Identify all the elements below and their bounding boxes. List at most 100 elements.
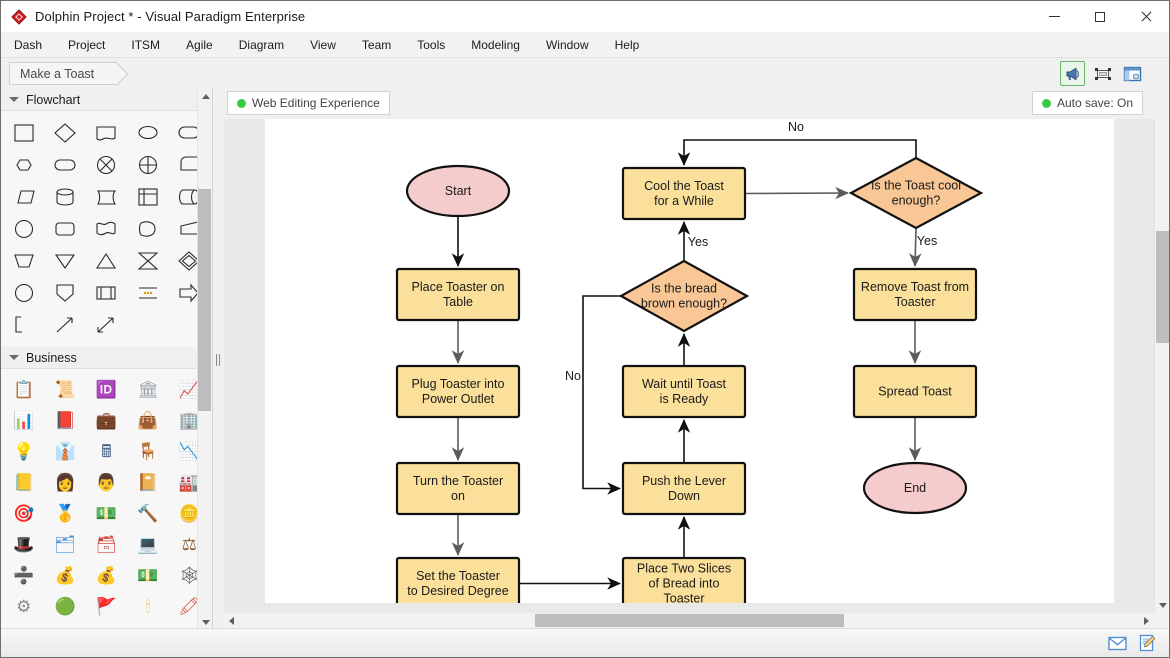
or-circle-shape[interactable] <box>3 277 44 309</box>
flow-node-brown[interactable]: Is the breadbrown enough? <box>621 261 747 331</box>
panel-layout-icon[interactable] <box>1120 61 1145 86</box>
panel-splitter[interactable] <box>213 89 224 630</box>
wave-document-shape[interactable] <box>86 213 127 245</box>
gears-icon[interactable]: ⚙ <box>3 591 44 622</box>
flow-node-start[interactable]: Start <box>407 166 509 216</box>
canvas-vertical-scrollbar[interactable] <box>1154 119 1169 613</box>
menu-item-diagram[interactable]: Diagram <box>226 34 297 56</box>
flow-node-place[interactable]: Place Toaster onTable <box>397 269 519 320</box>
document-shape[interactable] <box>86 117 127 149</box>
award-document-icon[interactable]: 📜 <box>44 374 85 405</box>
corner-connector-shape[interactable] <box>3 309 44 341</box>
bank-building-icon[interactable]: 🏛 <box>127 374 168 405</box>
ledger-book-icon[interactable]: 📔 <box>127 467 168 498</box>
decision-diamond-shape[interactable] <box>44 117 85 149</box>
dollar-bill-icon[interactable]: 💵 <box>127 560 168 591</box>
money-bag-icon[interactable]: 💰 <box>86 560 127 591</box>
flow-node-pushlever[interactable]: Push the LeverDown <box>623 463 745 514</box>
note-edit-icon[interactable] <box>1137 633 1157 653</box>
megaphone-icon[interactable] <box>1060 61 1085 86</box>
flow-node-iscool[interactable]: Is the Toast coolenough? <box>851 158 981 228</box>
lightbulb-idea-icon[interactable]: 💡 <box>3 436 44 467</box>
certificate-board-icon[interactable]: 📋 <box>3 374 44 405</box>
flow-node-remove[interactable]: Remove Toast fromToaster <box>854 269 976 320</box>
circle-cross-shape[interactable] <box>127 149 168 181</box>
flow-node-wait[interactable]: Wait until Toastis Ready <box>623 366 745 417</box>
menu-item-help[interactable]: Help <box>602 34 653 56</box>
breadcrumb-make-a-toast[interactable]: Make a Toast <box>9 62 117 85</box>
web-editing-experience-chip[interactable]: Web Editing Experience <box>227 91 390 115</box>
id-badge-icon[interactable]: 🆔 <box>86 374 127 405</box>
cash-coins-icon[interactable]: 💰 <box>44 560 85 591</box>
target-dart-icon[interactable]: 🎯 <box>3 498 44 529</box>
briefcase-icon[interactable]: 💼 <box>86 405 127 436</box>
divided-process-shape[interactable] <box>86 277 127 309</box>
flow-node-cool[interactable]: Cool the Toastfor a While <box>623 168 745 219</box>
manual-operation-shape[interactable] <box>3 245 44 277</box>
green-circle-icon[interactable]: 🟢 <box>44 591 85 622</box>
flow-node-turnon[interactable]: Turn the Toasteron <box>397 463 519 514</box>
flow-node-end[interactable]: End <box>864 463 966 513</box>
flow-node-placebread[interactable]: Place Two Slicesof Bread intoToaster <box>623 558 745 603</box>
ellipse-with-corner-shape[interactable] <box>127 117 168 149</box>
cash-stack-icon[interactable]: 📒 <box>3 467 44 498</box>
office-chair-icon[interactable]: 🪑 <box>127 436 168 467</box>
flag-icon[interactable]: 🚩 <box>86 591 127 622</box>
circle-connector-shape[interactable] <box>3 213 44 245</box>
palette-scroll-thumb[interactable] <box>198 189 211 411</box>
flow-node-setdegree[interactable]: Set the Toasterto Desired Degree <box>397 558 519 603</box>
hexagon-preparation-shape[interactable] <box>3 149 44 181</box>
menu-item-agile[interactable]: Agile <box>173 34 226 56</box>
menu-item-modeling[interactable]: Modeling <box>458 34 533 56</box>
pentagon-down-shape[interactable] <box>44 277 85 309</box>
internal-storage-shape[interactable] <box>127 181 168 213</box>
canvas-hscroll-thumb[interactable] <box>535 614 844 627</box>
business-bag-icon[interactable]: 👜 <box>127 405 168 436</box>
auto-save-chip[interactable]: Auto save: On <box>1032 91 1143 115</box>
menu-item-tools[interactable]: Tools <box>404 34 458 56</box>
scroll-up-arrow-icon[interactable] <box>198 89 213 104</box>
shape-group-header-business[interactable]: Business <box>1 347 212 369</box>
canvas-vscroll-thumb[interactable] <box>1156 231 1169 343</box>
woman-employee-icon[interactable]: 👩 <box>44 467 85 498</box>
menu-item-window[interactable]: Window <box>533 34 602 56</box>
menu-item-itsm[interactable]: ITSM <box>118 34 173 56</box>
bulb-small-icon[interactable]: 🕯 <box>127 591 168 622</box>
circle-x-shape[interactable] <box>86 149 127 181</box>
menu-item-team[interactable]: Team <box>349 34 404 56</box>
cylinder-database-shape[interactable] <box>44 181 85 213</box>
minimize-button[interactable] <box>1031 1 1077 32</box>
math-operations-icon[interactable]: ➗ <box>3 560 44 591</box>
merge-hourglass-shape[interactable] <box>127 245 168 277</box>
extract-triangle-shape[interactable] <box>86 245 127 277</box>
menu-item-dash[interactable]: Dash <box>1 34 55 56</box>
presentation-chart-icon[interactable]: 📊 <box>3 405 44 436</box>
canvas-viewport[interactable]: StartPlace Toaster onTablePlug Toaster i… <box>224 119 1154 613</box>
line-arrow-shape[interactable] <box>44 309 85 341</box>
org-chart-blue-icon[interactable]: 🗂 <box>44 529 85 560</box>
fit-to-frame-icon[interactable] <box>1090 61 1115 86</box>
org-chart-red-icon[interactable]: 🗃 <box>86 529 127 560</box>
flow-node-spread[interactable]: Spread Toast <box>854 366 976 417</box>
terminator-shape[interactable] <box>44 149 85 181</box>
delay-shape[interactable] <box>127 213 168 245</box>
scroll-right-arrow-icon[interactable] <box>1139 613 1154 628</box>
menu-item-view[interactable]: View <box>297 34 349 56</box>
palette-vertical-scrollbar[interactable] <box>197 89 212 630</box>
man-employee-icon[interactable]: 👨 <box>86 467 127 498</box>
gold-bars-icon[interactable]: 🥇 <box>44 498 85 529</box>
mail-icon[interactable] <box>1107 633 1127 653</box>
close-button[interactable] <box>1123 1 1169 32</box>
auction-gavel-icon[interactable]: 🔨 <box>127 498 168 529</box>
diagram-canvas[interactable]: StartPlace Toaster onTablePlug Toaster i… <box>265 119 1114 603</box>
money-plant-icon[interactable]: 💵 <box>86 498 127 529</box>
shape-group-header-flowchart[interactable]: Flowchart <box>1 89 212 111</box>
parallelogram-data-shape[interactable] <box>3 181 44 213</box>
binders-icon[interactable]: 📕 <box>44 405 85 436</box>
double-arrow-shape[interactable] <box>86 309 127 341</box>
calculator-icon[interactable]: 🖩 <box>86 436 127 467</box>
inverted-triangle-shape[interactable] <box>44 245 85 277</box>
shirt-tie-icon[interactable]: 👔 <box>44 436 85 467</box>
menu-item-project[interactable]: Project <box>55 34 118 56</box>
flow-node-plug[interactable]: Plug Toaster intoPower Outlet <box>397 366 519 417</box>
